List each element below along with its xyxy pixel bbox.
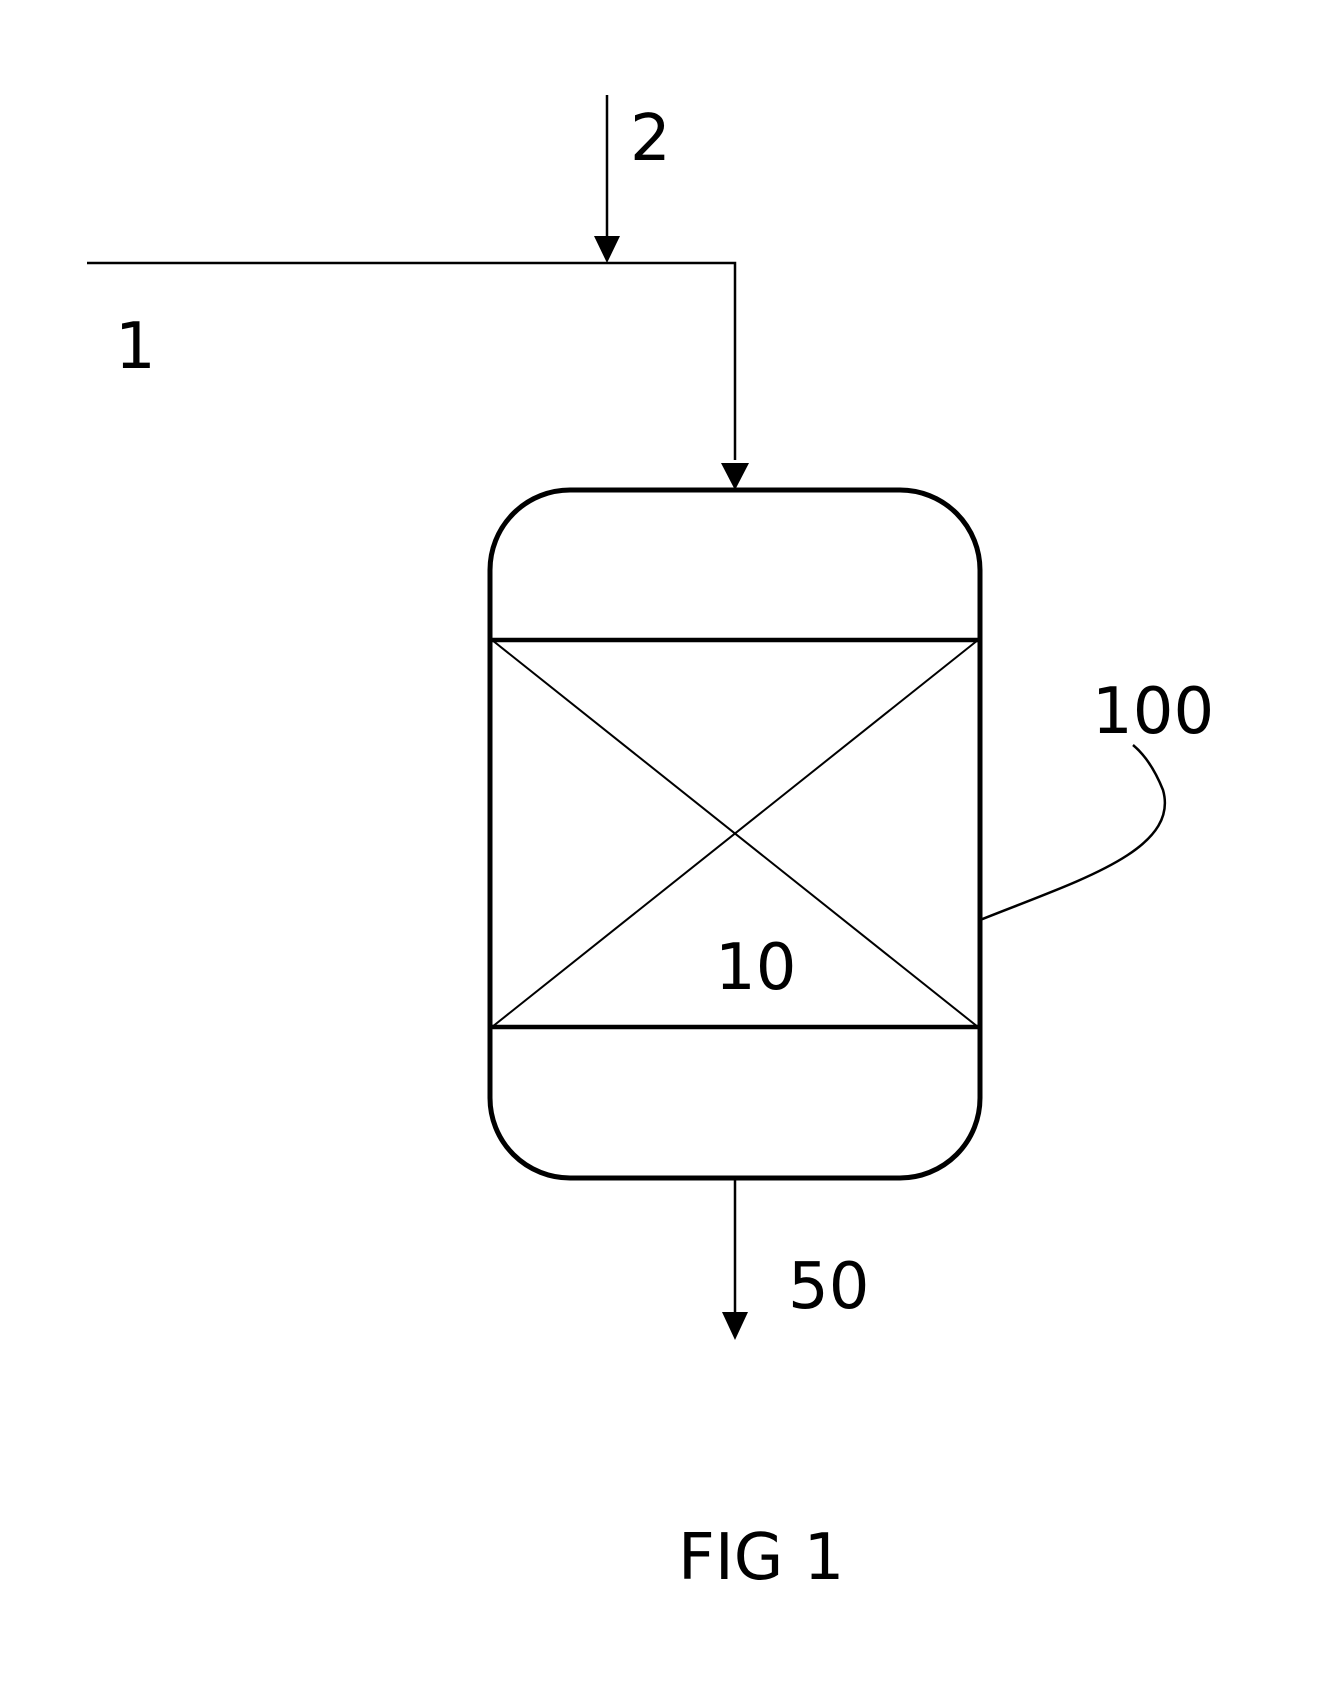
bed-cross-line-b bbox=[491, 639, 979, 1028]
label-stream-1: 1 bbox=[115, 310, 156, 384]
label-vessel-100: 100 bbox=[1092, 675, 1214, 749]
label-outlet-50: 50 bbox=[788, 1250, 869, 1324]
outlet-arrowhead bbox=[722, 1312, 748, 1340]
figure-caption: FIG 1 bbox=[678, 1521, 844, 1595]
label-stream-2: 2 bbox=[630, 102, 671, 176]
merge-arrowhead bbox=[594, 236, 620, 263]
label-bed-10: 10 bbox=[715, 931, 796, 1005]
vessel-inlet-arrowhead bbox=[721, 463, 749, 490]
feed-line-stream-1 bbox=[87, 261, 737, 460]
vessel-leader-line bbox=[979, 744, 1167, 922]
